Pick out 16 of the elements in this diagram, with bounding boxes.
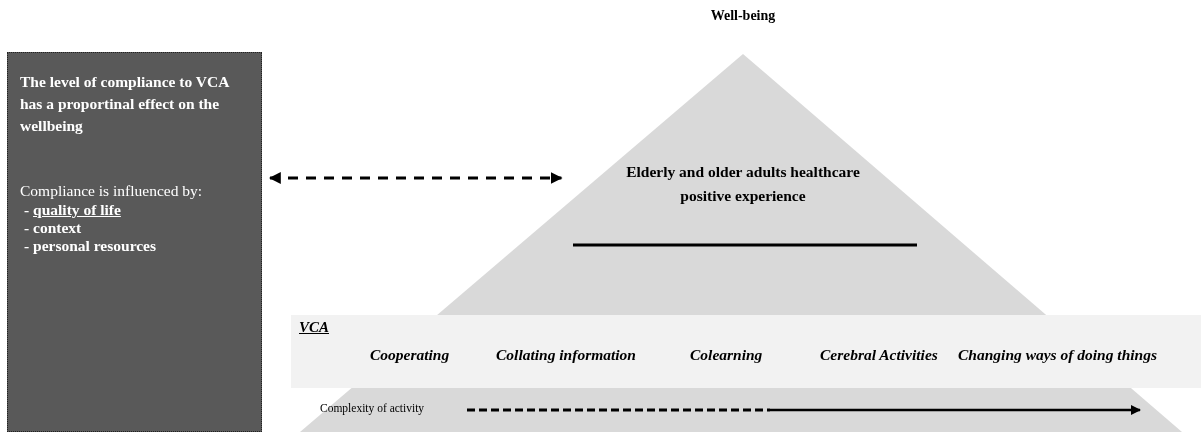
activity-label: Changing ways of doing things	[958, 346, 1158, 364]
axis-label: Complexity of activity	[320, 402, 425, 414]
activity-label: Collating information	[496, 346, 637, 364]
pyramid-text: Elderly and older adults healthcare positive experience	[625, 162, 861, 206]
pyramid-title: Well-being	[709, 8, 777, 24]
list-item: - personal resources	[24, 237, 157, 255]
activity-label: Cooperating	[370, 346, 451, 364]
panel-text: Compliance is influenced by:	[20, 181, 203, 201]
double-arrow	[268, 172, 563, 184]
panel-heading: The level of compliance to VCA has a proportinal effect on the wellbeing	[20, 72, 231, 136]
list-item: - context	[24, 219, 82, 237]
list-item: - quality of life	[24, 201, 121, 219]
activity-label: Colearning	[690, 346, 764, 364]
band-heading: VCA	[299, 319, 329, 336]
activity-label: Cerebral Activities	[820, 346, 939, 364]
text-panel	[7, 52, 262, 432]
